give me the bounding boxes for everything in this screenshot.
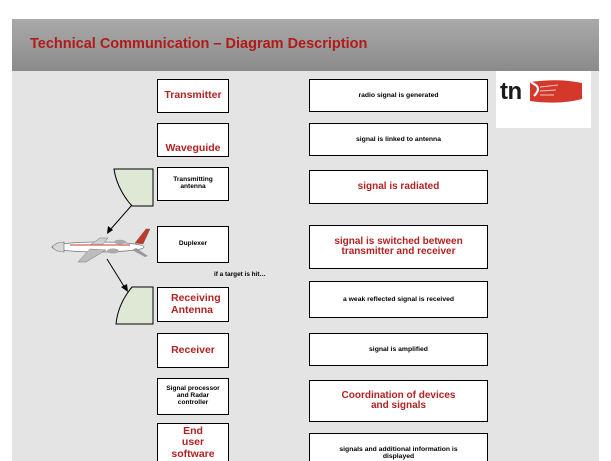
component-label: Receiving Antenna bbox=[171, 292, 221, 316]
component-waveguide: Waveguide bbox=[157, 123, 229, 157]
component-label: End user software bbox=[171, 425, 215, 460]
description-6: signal is amplified bbox=[309, 333, 488, 366]
description-label: signal is amplified bbox=[369, 345, 428, 353]
component-duplexer: Duplexer bbox=[157, 226, 229, 263]
description-label: signal is radiated bbox=[357, 180, 440, 192]
description-label: signals and additional information is di… bbox=[339, 445, 458, 460]
component-end-user-software: End user software bbox=[157, 423, 229, 461]
description-1: radio signal is generated bbox=[309, 79, 488, 112]
title-bar: Technical Communication – Diagram Descri… bbox=[12, 19, 599, 71]
description-label: signal is switched between transmitter a… bbox=[334, 235, 463, 257]
description-label: radio signal is generated bbox=[358, 91, 439, 99]
component-transmitter: Transmitter bbox=[157, 79, 229, 113]
target-note: if a target is hit… bbox=[214, 271, 266, 278]
description-7: Coordination of devices and signals bbox=[309, 380, 488, 422]
page-title: Technical Communication – Diagram Descri… bbox=[30, 36, 368, 52]
description-5: a weak reflected signal is received bbox=[309, 281, 488, 318]
description-4: signal is switched between transmitter a… bbox=[309, 225, 488, 269]
component-label: Signal processor and Radar controller bbox=[166, 385, 220, 406]
component-label: Transmitting antenna bbox=[173, 176, 213, 190]
transmitting-antenna-icon bbox=[113, 168, 154, 207]
slide: Technical Communication – Diagram Descri… bbox=[12, 19, 599, 461]
component-receiver: Receiver bbox=[157, 333, 229, 368]
transmit-arrow bbox=[109, 204, 133, 231]
description-label: Coordination of devices and signals bbox=[341, 389, 456, 411]
radar-illustration bbox=[51, 168, 154, 325]
component-signal-processor: Signal processor and Radar controller bbox=[157, 378, 229, 415]
svg-text:tn: tn bbox=[500, 78, 522, 105]
receiving-antenna-icon bbox=[115, 286, 154, 325]
component-transmitting-antenna: Transmitting antenna bbox=[157, 167, 229, 201]
description-label: a weak reflected signal is received bbox=[342, 295, 455, 303]
description-label: signal is linked to antenna bbox=[356, 135, 441, 143]
description-8: signals and additional information is di… bbox=[309, 433, 488, 461]
component-label: Transmitter bbox=[164, 89, 222, 102]
component-label: Duplexer bbox=[178, 240, 208, 248]
component-label: Waveguide bbox=[165, 141, 221, 154]
airplane-icon bbox=[51, 228, 151, 263]
description-2: signal is linked to antenna bbox=[309, 123, 488, 156]
description-3: signal is radiated bbox=[309, 170, 488, 204]
logo: tn bbox=[496, 71, 591, 128]
reflect-arrow bbox=[106, 258, 126, 289]
component-label: Receiver bbox=[171, 343, 215, 356]
component-receiving-antenna: Receiving Antenna bbox=[157, 287, 229, 322]
